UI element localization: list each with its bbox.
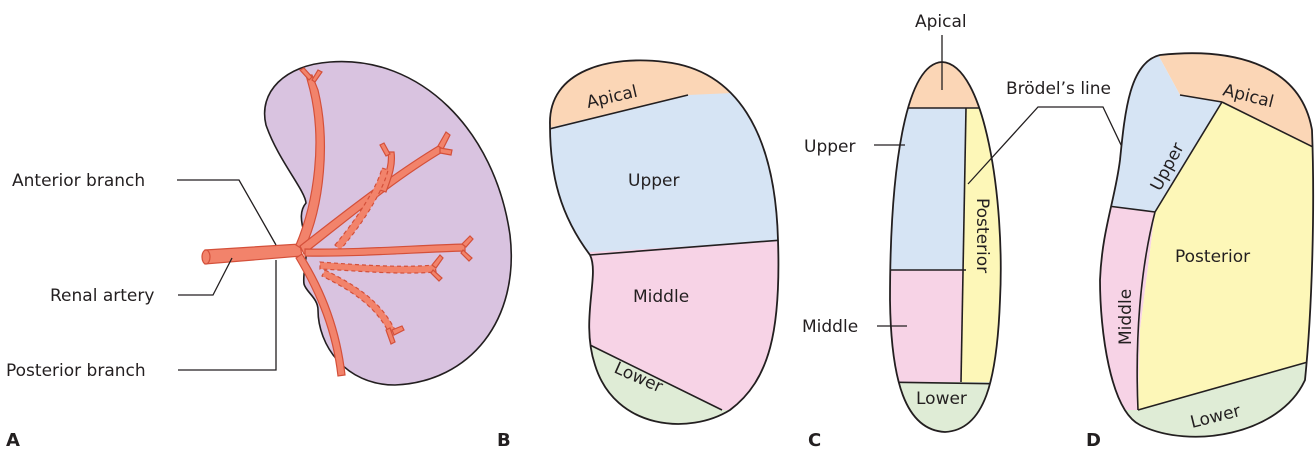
panel-letter-b: B [497, 430, 511, 450]
panel-c: Apical Upper Middle Posterior Lower C [802, 12, 1002, 450]
renal-arteries [201, 67, 474, 377]
panel-letter-c: C [808, 430, 821, 450]
label-posterior-c: Posterior [972, 198, 992, 273]
label-posterior-d: Posterior [1175, 247, 1250, 267]
renal-artery-label: Renal artery [50, 286, 154, 306]
segment-middle [549, 240, 779, 410]
label-upper-b: Upper [628, 171, 679, 191]
segment-upper-c [890, 108, 970, 270]
segment-upper [549, 90, 779, 255]
branch-posterior [334, 167, 389, 251]
panel-letter-a: A [6, 430, 20, 450]
posterior-branch-label: Posterior branch [6, 361, 146, 381]
anterior-branch-leader [177, 179, 277, 246]
label-middle-d: Middle [1116, 289, 1136, 345]
label-middle-c: Middle [802, 317, 858, 337]
label-upper-c: Upper [804, 137, 855, 157]
renal-artery-leader [178, 257, 233, 296]
branch-anterior-lower [295, 253, 346, 377]
panel-a: Anterior branch Renal artery Posterior b… [6, 60, 512, 450]
label-apical-c: Apical [915, 12, 967, 32]
label-middle-b: Middle [633, 287, 689, 307]
panel-letter-d: D [1086, 430, 1101, 450]
renal-artery-trunk [204, 243, 303, 265]
segment-posterior-d [1138, 102, 1314, 410]
brodel-line-label: Brödel’s line [1006, 79, 1111, 99]
kidney-outline-c [889, 61, 1002, 433]
label-lower-c: Lower [916, 389, 967, 409]
panel-d: Apical Upper Posterior Middle Lower D [1086, 52, 1315, 450]
kidney-outline-b [549, 59, 780, 425]
posterior-branch-leader [178, 260, 277, 371]
segment-middle-d [1100, 205, 1155, 410]
anterior-branch-label: Anterior branch [12, 171, 145, 191]
panel-b: Apical Upper Middle Lower B [497, 59, 780, 450]
renal-artery-end [201, 249, 211, 265]
kidney-outline-d [1099, 52, 1315, 438]
branch-upper [295, 74, 325, 251]
